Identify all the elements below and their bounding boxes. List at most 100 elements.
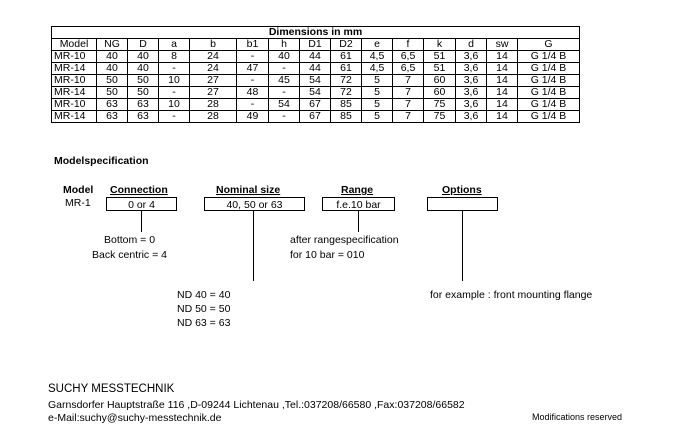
- table-cell: -: [268, 62, 300, 75]
- connection-box: 0 or 4: [106, 197, 177, 211]
- range-note-2: for 10 bar = 010: [290, 249, 365, 261]
- header-cell: sw: [486, 38, 518, 51]
- header-cell: h: [268, 38, 300, 51]
- table-cell: 51: [423, 50, 456, 63]
- table-cell: 63: [96, 98, 128, 111]
- table-cell: 40: [127, 62, 159, 75]
- table-cell: MR-14: [51, 62, 97, 75]
- company-email: e-Mail:suchy@suchy-messtechnik.de: [48, 412, 222, 424]
- table-cell: 27: [189, 74, 237, 87]
- table-cell: 60: [423, 74, 456, 87]
- table-cell: MR-14: [51, 110, 97, 123]
- table-cell: 50: [96, 74, 128, 87]
- table-cell: 5: [361, 110, 393, 123]
- table-cell: 50: [127, 86, 159, 99]
- options-connector: [462, 211, 463, 281]
- table-cell: 14: [486, 74, 518, 87]
- table-cell: 85: [330, 110, 362, 123]
- options-note: for example : front mounting flange: [430, 289, 593, 301]
- table-cell: 4,5: [361, 50, 393, 63]
- table-cell: 14: [486, 86, 518, 99]
- table-cell: 85: [330, 98, 362, 111]
- header-cell: D2: [330, 38, 362, 51]
- table-cell: -: [236, 98, 269, 111]
- table-cell: 10: [158, 98, 190, 111]
- connection-label: Connection: [110, 184, 168, 196]
- table-cell: 54: [299, 74, 331, 87]
- table-cell: 44: [299, 62, 331, 75]
- table-cell: 50: [127, 74, 159, 87]
- table-cell: 49: [236, 110, 269, 123]
- options-box: [427, 197, 498, 211]
- table-cell: 51: [423, 62, 456, 75]
- table-cell: G 1/4 B: [517, 86, 580, 99]
- table-cell: 54: [268, 98, 300, 111]
- table-cell: 3,6: [455, 98, 487, 111]
- table-cell: MR-10: [51, 50, 97, 63]
- model-label: Model: [63, 184, 94, 196]
- table-cell: 3,6: [455, 62, 487, 75]
- range-note-1: after rangespecification: [290, 234, 399, 246]
- header-cell: f: [392, 38, 424, 51]
- header-cell: k: [423, 38, 456, 51]
- table-cell: -: [158, 110, 190, 123]
- table-cell: MR-10: [51, 98, 97, 111]
- nominal-note-63: ND 63 = 63: [177, 317, 231, 329]
- header-cell: G: [517, 38, 580, 51]
- header-cell: Model: [51, 38, 97, 51]
- table-cell: 7: [392, 98, 424, 111]
- table-cell: G 1/4 B: [517, 98, 580, 111]
- connection-note-bottom: Bottom = 0: [104, 234, 156, 246]
- header-cell: b1: [236, 38, 269, 51]
- table-cell: 8: [158, 50, 190, 63]
- table-cell: MR-14: [51, 86, 97, 99]
- table-cell: 61: [330, 62, 362, 75]
- table-cell: -: [268, 86, 300, 99]
- table-cell: 40: [127, 50, 159, 63]
- table-cell: G 1/4 B: [517, 74, 580, 87]
- table-cell: G 1/4 B: [517, 110, 580, 123]
- table-cell: 3,6: [455, 86, 487, 99]
- table-cell: -: [158, 62, 190, 75]
- table-cell: G 1/4 B: [517, 50, 580, 63]
- table-cell: 28: [189, 110, 237, 123]
- range-box: f.e.10 bar: [322, 197, 395, 211]
- table-cell: 7: [392, 74, 424, 87]
- table-cell: 44: [299, 50, 331, 63]
- table-cell: 72: [330, 74, 362, 87]
- table-cell: 14: [486, 62, 518, 75]
- table-cell: 4,5: [361, 62, 393, 75]
- table-cell: 10: [158, 74, 190, 87]
- table-cell: -: [236, 50, 269, 63]
- table-cell: 3,6: [455, 74, 487, 87]
- table-cell: 5: [361, 86, 393, 99]
- table-cell: 7: [392, 86, 424, 99]
- header-cell: d: [455, 38, 487, 51]
- table-cell: 40: [96, 50, 128, 63]
- table-cell: 14: [486, 110, 518, 123]
- table-cell: -: [158, 86, 190, 99]
- table-cell: 6,5: [392, 62, 424, 75]
- header-cell: D: [127, 38, 159, 51]
- model-value: MR-1: [65, 197, 91, 209]
- spec-heading: Modelspecification: [54, 155, 149, 167]
- nominal-note-50: ND 50 = 50: [177, 303, 231, 315]
- table-cell: 24: [189, 50, 237, 63]
- header-cell: e: [361, 38, 393, 51]
- nominal-size-label: Nominal size: [216, 184, 281, 196]
- table-cell: 67: [299, 110, 331, 123]
- table-cell: 48: [236, 86, 269, 99]
- table-cell: 24: [189, 62, 237, 75]
- table-cell: 75: [423, 98, 456, 111]
- table-cell: G 1/4 B: [517, 62, 580, 75]
- table-cell: 63: [96, 110, 128, 123]
- header-cell: a: [158, 38, 190, 51]
- table-cell: MR-10: [51, 74, 97, 87]
